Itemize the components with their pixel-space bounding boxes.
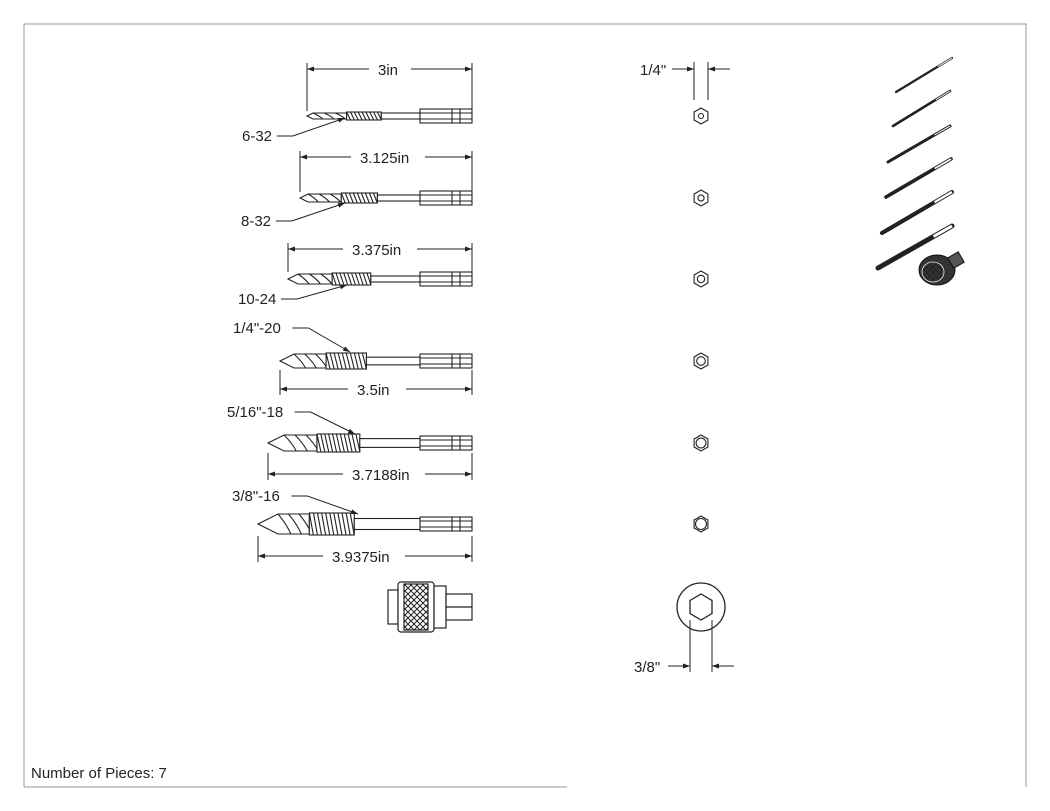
thread-leader-line xyxy=(276,117,346,137)
thread-size-label: 10-24 xyxy=(238,291,276,308)
assembly-thumbnail-icon xyxy=(875,56,965,286)
bit-side-views: 3in 6-32 3.125in 8-32 3.375in 10-24 3.5in 1/4"-… xyxy=(227,62,473,566)
thread-leader-line xyxy=(291,495,359,515)
hex-shank-end-view-icon xyxy=(693,352,709,370)
hex-dim-bottom-label: 3/8" xyxy=(634,659,660,676)
drill-tap-bit-icon xyxy=(286,271,473,287)
length-dimension xyxy=(287,243,473,272)
hex-dim-top xyxy=(672,62,730,100)
thread-size-label: 3/8"-16 xyxy=(232,488,280,505)
thread-leader-line xyxy=(275,202,346,222)
drill-tap-bit-icon xyxy=(256,512,473,536)
pieces-count: Number of Pieces: 7 xyxy=(31,765,167,782)
length-dimension xyxy=(306,63,473,111)
bit-length-label: 3.375in xyxy=(352,242,401,259)
length-dimension xyxy=(279,370,473,395)
length-dimension xyxy=(257,536,473,562)
bit-length-label: 3.7188in xyxy=(352,467,410,484)
hex-shank-end-view-icon xyxy=(693,434,709,452)
adapter-side-view xyxy=(387,581,473,633)
drill-tap-bit-icon xyxy=(278,352,473,370)
bit-length-label: 3in xyxy=(378,62,398,79)
adapter-end-view xyxy=(676,582,726,632)
hex-shank-end-view-icon xyxy=(693,189,709,207)
thread-size-label: 5/16"-18 xyxy=(227,404,283,421)
hex-shank-end-view-icon xyxy=(693,107,709,125)
bit-length-label: 3.9375in xyxy=(332,549,390,566)
thread-leader-line xyxy=(294,411,356,435)
end-views xyxy=(693,107,709,533)
drill-tap-bit-icon xyxy=(266,433,473,453)
bit-length-label: 3.125in xyxy=(360,150,409,167)
thread-leader-line xyxy=(292,327,351,353)
drill-tap-bit-icon xyxy=(298,190,473,206)
hex-dim-bottom xyxy=(668,620,734,672)
length-dimension xyxy=(299,151,473,192)
hex-dim-top-label: 1/4" xyxy=(640,62,666,79)
length-dimension xyxy=(267,453,473,480)
bit-length-label: 3.5in xyxy=(357,382,390,399)
thread-size-label: 8-32 xyxy=(241,213,271,230)
sheet-border xyxy=(23,23,1027,788)
thread-leader-line xyxy=(281,284,348,300)
drill-tap-bit-icon xyxy=(305,108,473,124)
hex-shank-end-view-icon xyxy=(693,515,709,533)
thread-size-label: 1/4"-20 xyxy=(233,320,281,337)
thread-size-label: 6-32 xyxy=(242,128,272,145)
hex-shank-end-view-icon xyxy=(693,270,709,288)
